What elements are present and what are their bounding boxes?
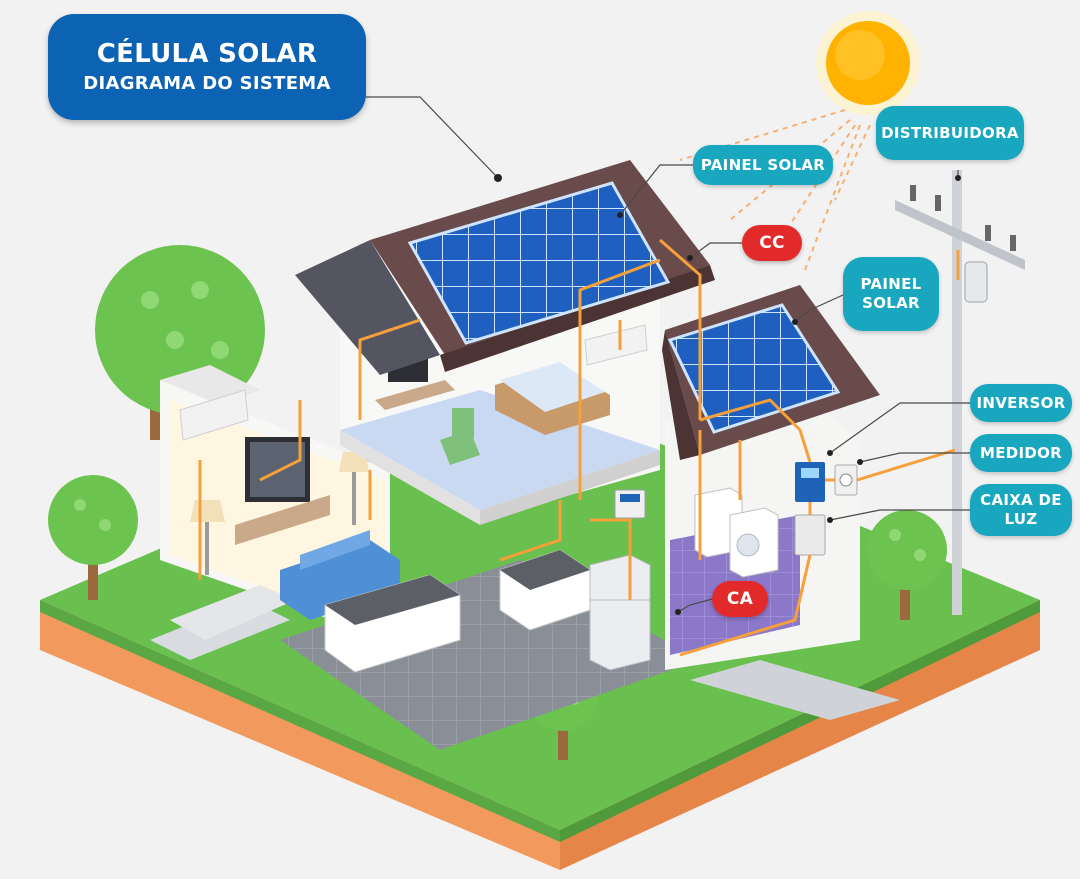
- label-text: CA: [726, 589, 754, 609]
- label-medidor: MEDIDOR: [970, 434, 1072, 472]
- label-text-line-1: PAINEL: [860, 275, 922, 293]
- label-caixa-de-luz: CAIXA DE LUZ: [970, 484, 1072, 536]
- label-text: PAINEL SOLAR: [700, 155, 826, 174]
- label-painel-solar-side: PAINEL SOLAR: [843, 257, 939, 331]
- label-text-line-2: SOLAR: [862, 294, 920, 312]
- inverter-icon: [795, 462, 825, 502]
- walkway: [690, 660, 900, 720]
- label-text: CC: [759, 233, 785, 253]
- sun-icon: [816, 11, 920, 115]
- label-ca: CA: [712, 581, 768, 617]
- label-text-line-2: LUZ: [1004, 510, 1038, 528]
- label-distribuidora: DISTRIBUIDORA: [876, 106, 1024, 160]
- callout-lines: [366, 96, 970, 613]
- house-left-wing: [150, 365, 700, 750]
- label-painel-solar-roof: PAINEL SOLAR: [693, 145, 833, 185]
- meter-icon: [834, 464, 858, 496]
- label-inversor: INVERSOR: [970, 384, 1072, 422]
- tree-icon: [867, 510, 947, 620]
- diagram-title: CÉLULA SOLAR DIAGRAMA DO SISTEMA: [48, 14, 366, 120]
- label-text-line-1: CAIXA DE: [980, 491, 1062, 509]
- label-text: MEDIDOR: [979, 443, 1063, 462]
- solar-panel-icon: [407, 181, 671, 345]
- breaker-box-icon: [794, 514, 826, 556]
- callout-dots: [494, 174, 961, 615]
- label-text: INVERSOR: [976, 393, 1066, 412]
- title-line-2: DIAGRAMA DO SISTEMA: [83, 73, 331, 94]
- label-text: DISTRIBUIDORA: [881, 123, 1019, 142]
- title-line-1: CÉLULA SOLAR: [96, 39, 318, 69]
- tree-icon: [48, 475, 138, 600]
- thermostat: [614, 489, 646, 519]
- label-cc: CC: [742, 225, 802, 261]
- utility-pole-icon: [895, 170, 1025, 615]
- wiring: [198, 238, 960, 657]
